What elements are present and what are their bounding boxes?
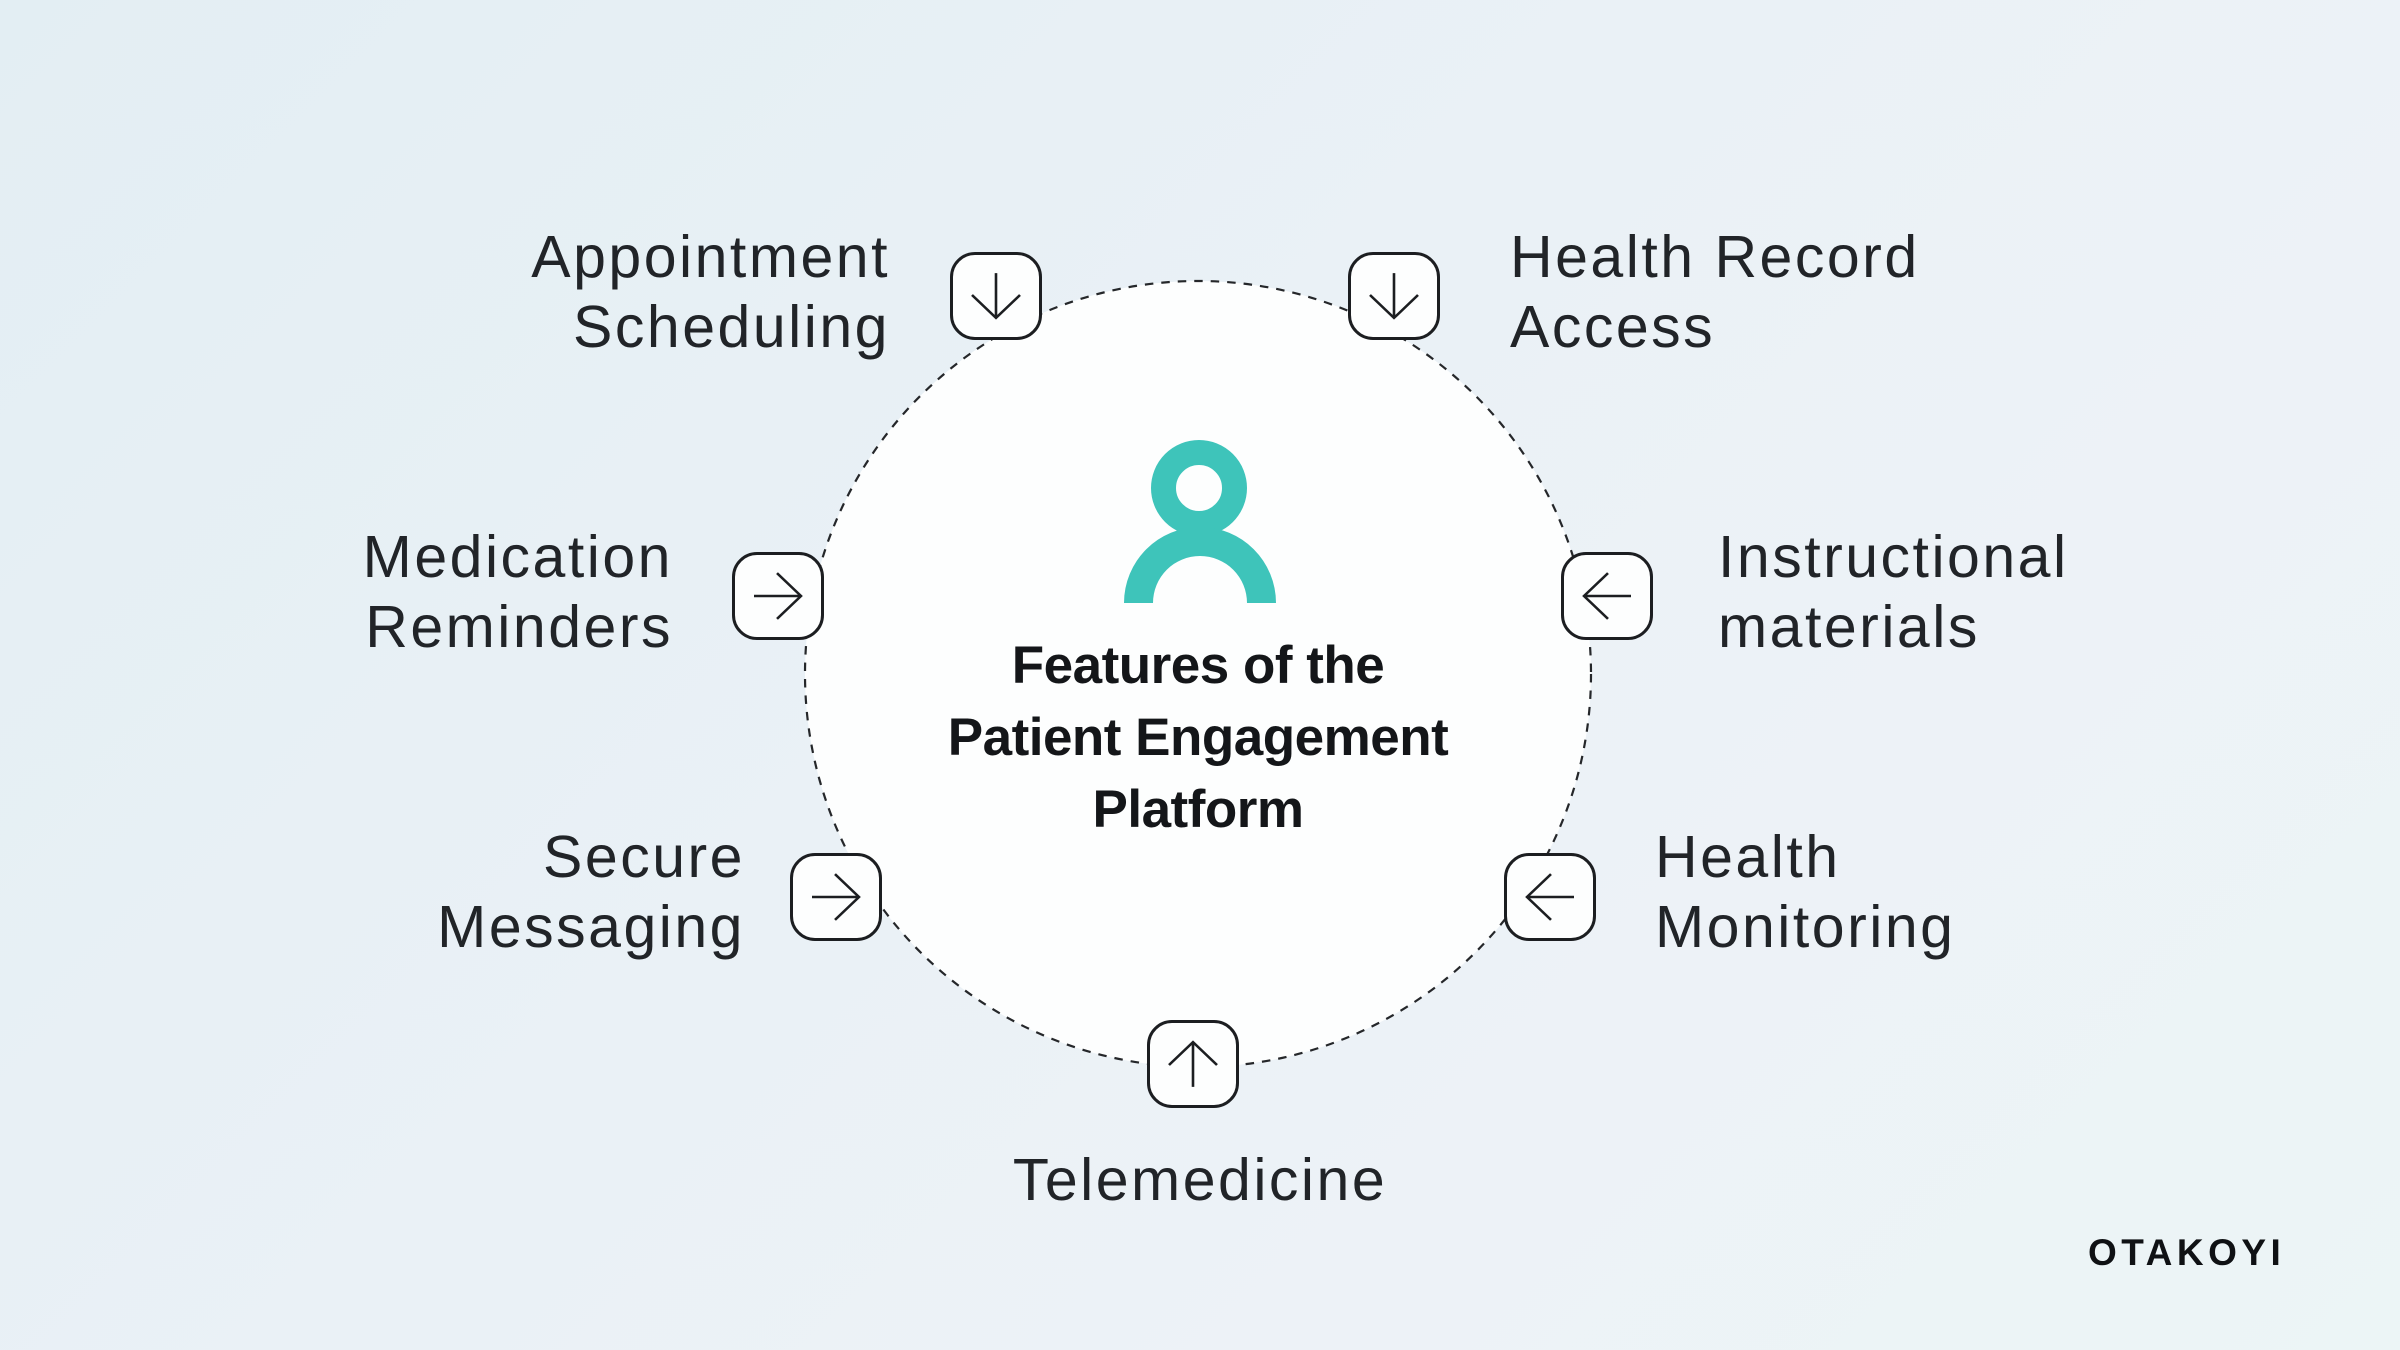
feature-label-line: Reminders	[365, 594, 673, 660]
feature-label-line: Health	[1655, 824, 1841, 890]
feature-label-health-monitoring: Health Monitoring	[1655, 822, 1955, 962]
arrow-right-icon	[732, 552, 824, 640]
feature-label-line: Secure	[543, 824, 745, 890]
title-line-2: Patient Engagement	[947, 708, 1449, 767]
feature-label-medication-reminders: Medication Reminders	[363, 522, 673, 662]
arrow-right-icon	[790, 853, 882, 941]
feature-label-line: Health Record	[1510, 224, 1920, 290]
feature-label-line: Instructional	[1718, 524, 2069, 590]
feature-label-line: Access	[1510, 294, 1716, 360]
arrow-left-icon	[1561, 552, 1653, 640]
arrow-left-icon	[1504, 853, 1596, 941]
feature-label-instructional-materials: Instructional materials	[1718, 522, 2069, 662]
feature-label-line: Monitoring	[1655, 894, 1956, 960]
feature-label-line: materials	[1718, 594, 1980, 660]
patient-person-icon	[1124, 440, 1276, 603]
arrow-down-icon	[1348, 252, 1440, 340]
diagram-title: Features of the Patient Engagement Platf…	[748, 630, 1648, 846]
feature-label-health-record-access: Health Record Access	[1510, 222, 1920, 362]
arrow-up-icon	[1147, 1020, 1239, 1108]
feature-label-telemedicine: Telemedicine	[900, 1145, 1500, 1215]
otakoyi-logo: OTAKOYI	[2088, 1232, 2286, 1273]
feature-label-appointment-scheduling: Appointment Scheduling	[531, 222, 890, 362]
arrow-down-icon	[950, 252, 1042, 340]
feature-label-line: Messaging	[437, 894, 745, 960]
title-line-3: Platform	[1092, 780, 1304, 839]
feature-label-line: Appointment	[531, 224, 890, 290]
feature-label-line: Scheduling	[573, 294, 890, 360]
title-line-1: Features of the	[1011, 636, 1385, 695]
feature-label-line: Medication	[362, 524, 673, 590]
feature-label-line: Telemedicine	[1012, 1147, 1388, 1213]
feature-label-secure-messaging: Secure Messaging	[437, 822, 745, 962]
